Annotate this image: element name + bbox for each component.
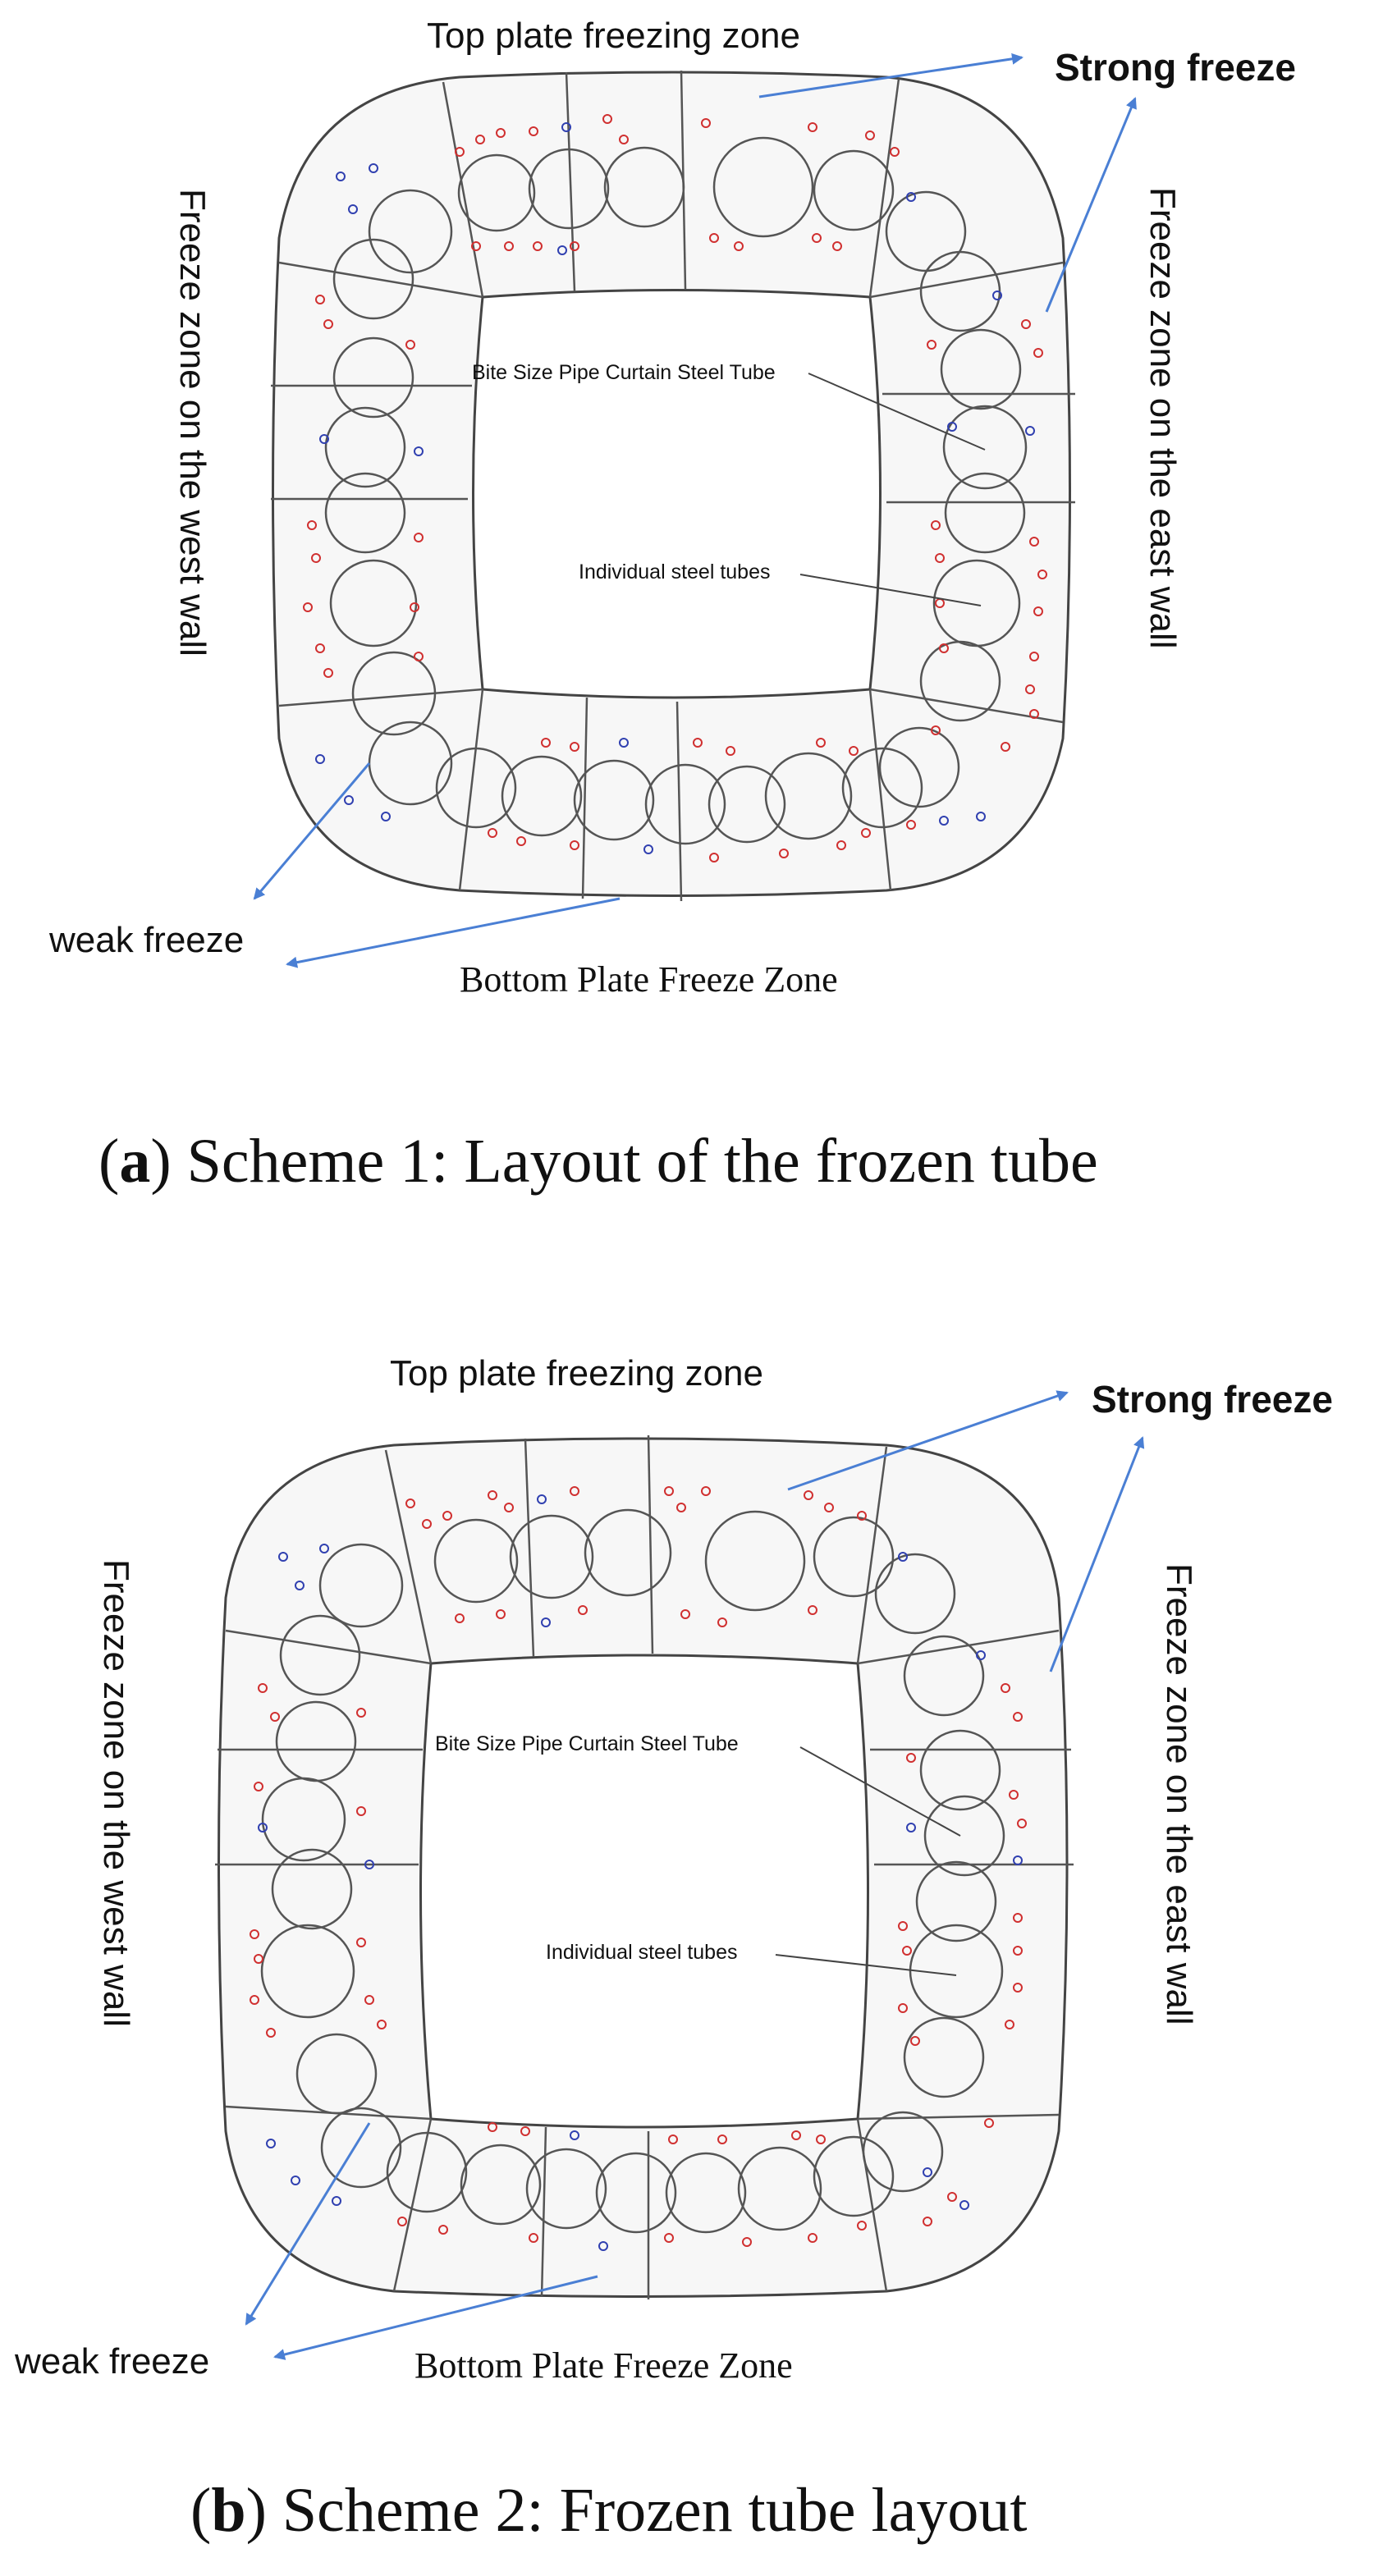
label-bottom-zone: Bottom Plate Freeze Zone (460, 959, 838, 1000)
label-individual: Individual steel tubes (546, 1941, 737, 1964)
label-east-wall: Freeze zone on the east wall (1143, 187, 1183, 649)
caption-close: ) (150, 1127, 171, 1196)
label-strong-freeze: Strong freeze (1055, 46, 1296, 89)
label-weak-freeze: weak freeze (14, 2341, 209, 2382)
bite-size-leader (799, 1746, 961, 1837)
label-top-zone: Top plate freezing zone (427, 16, 800, 56)
freeze-pipes-blue (315, 122, 1035, 854)
steel-tubes-top (318, 1508, 956, 1635)
label-bottom-zone: Bottom Plate Freeze Zone (414, 2345, 793, 2386)
panel-a: Top plate freezing zone Strong freeze Fr… (0, 0, 1383, 1286)
caption-open: ( (190, 2476, 211, 2545)
caption-a: (a) Scheme 1: Layout of the frozen tube (98, 1127, 1098, 1196)
label-individual: Individual steel tubes (579, 560, 770, 583)
freeze-pipes-blue (258, 1494, 1023, 2251)
caption-close: ) (246, 2476, 267, 2545)
caption-text: Scheme 1: Layout of the frozen tube (172, 1127, 1098, 1196)
weak-freeze-arrow-bottom (286, 897, 621, 968)
panel-b: Top plate freezing zone Strong freeze Fr… (0, 1286, 1383, 2572)
weak-freeze-arrow-corner (245, 2122, 371, 2326)
label-east-wall: Freeze zone on the east wall (1159, 1563, 1199, 2025)
inner-boundary (472, 289, 882, 699)
strong-freeze-arrow-top (787, 1390, 1069, 1491)
steel-tubes-bottom (435, 747, 923, 845)
label-weak-freeze: weak freeze (48, 920, 244, 960)
label-strong-freeze: Strong freeze (1092, 1378, 1333, 1421)
label-west-wall: Freeze zone on the west wall (172, 189, 213, 657)
caption-b: (b) Scheme 2: Frozen tube layout (190, 2476, 1027, 2545)
bite-size-leader (808, 373, 986, 451)
steel-tubes-west (260, 1614, 402, 2189)
diagram-b: Top plate freezing zone Strong freeze Fr… (14, 1353, 1333, 2545)
steel-tubes-top (368, 136, 967, 274)
weak-freeze-arrow-corner (253, 762, 371, 900)
caption-letter: a (119, 1127, 150, 1196)
caption-text: Scheme 2: Frozen tube layout (267, 2476, 1028, 2545)
steel-tubes-west (324, 238, 453, 806)
weak-freeze-arrow-bottom (273, 2275, 598, 2360)
label-bite-size: Bite Size Pipe Curtain Steel Tube (435, 1732, 739, 1755)
caption-open: ( (98, 1127, 119, 1196)
diagram-a: Top plate freezing zone Strong freeze Fr… (48, 16, 1296, 1196)
steel-tubes-east (862, 1635, 1005, 2193)
freeze-pipes-red (303, 114, 1047, 862)
steel-tubes-bottom (386, 2131, 895, 2234)
individual-leader (775, 1954, 957, 1976)
strong-freeze-arrow-side (1045, 97, 1137, 313)
label-west-wall: Freeze zone on the west wall (96, 1559, 136, 2027)
label-bite-size: Bite Size Pipe Curtain Steel Tube (472, 361, 776, 384)
inner-boundary (419, 1654, 869, 2129)
label-top-zone: Top plate freezing zone (390, 1353, 763, 1393)
strong-freeze-arrow-side (1049, 1436, 1145, 1672)
caption-letter: b (211, 2476, 245, 2545)
steel-tubes-east (878, 250, 1028, 808)
strong-freeze-arrow-top (758, 53, 1024, 98)
individual-leader (799, 574, 982, 606)
freeze-pipes-red (250, 1486, 1027, 2247)
